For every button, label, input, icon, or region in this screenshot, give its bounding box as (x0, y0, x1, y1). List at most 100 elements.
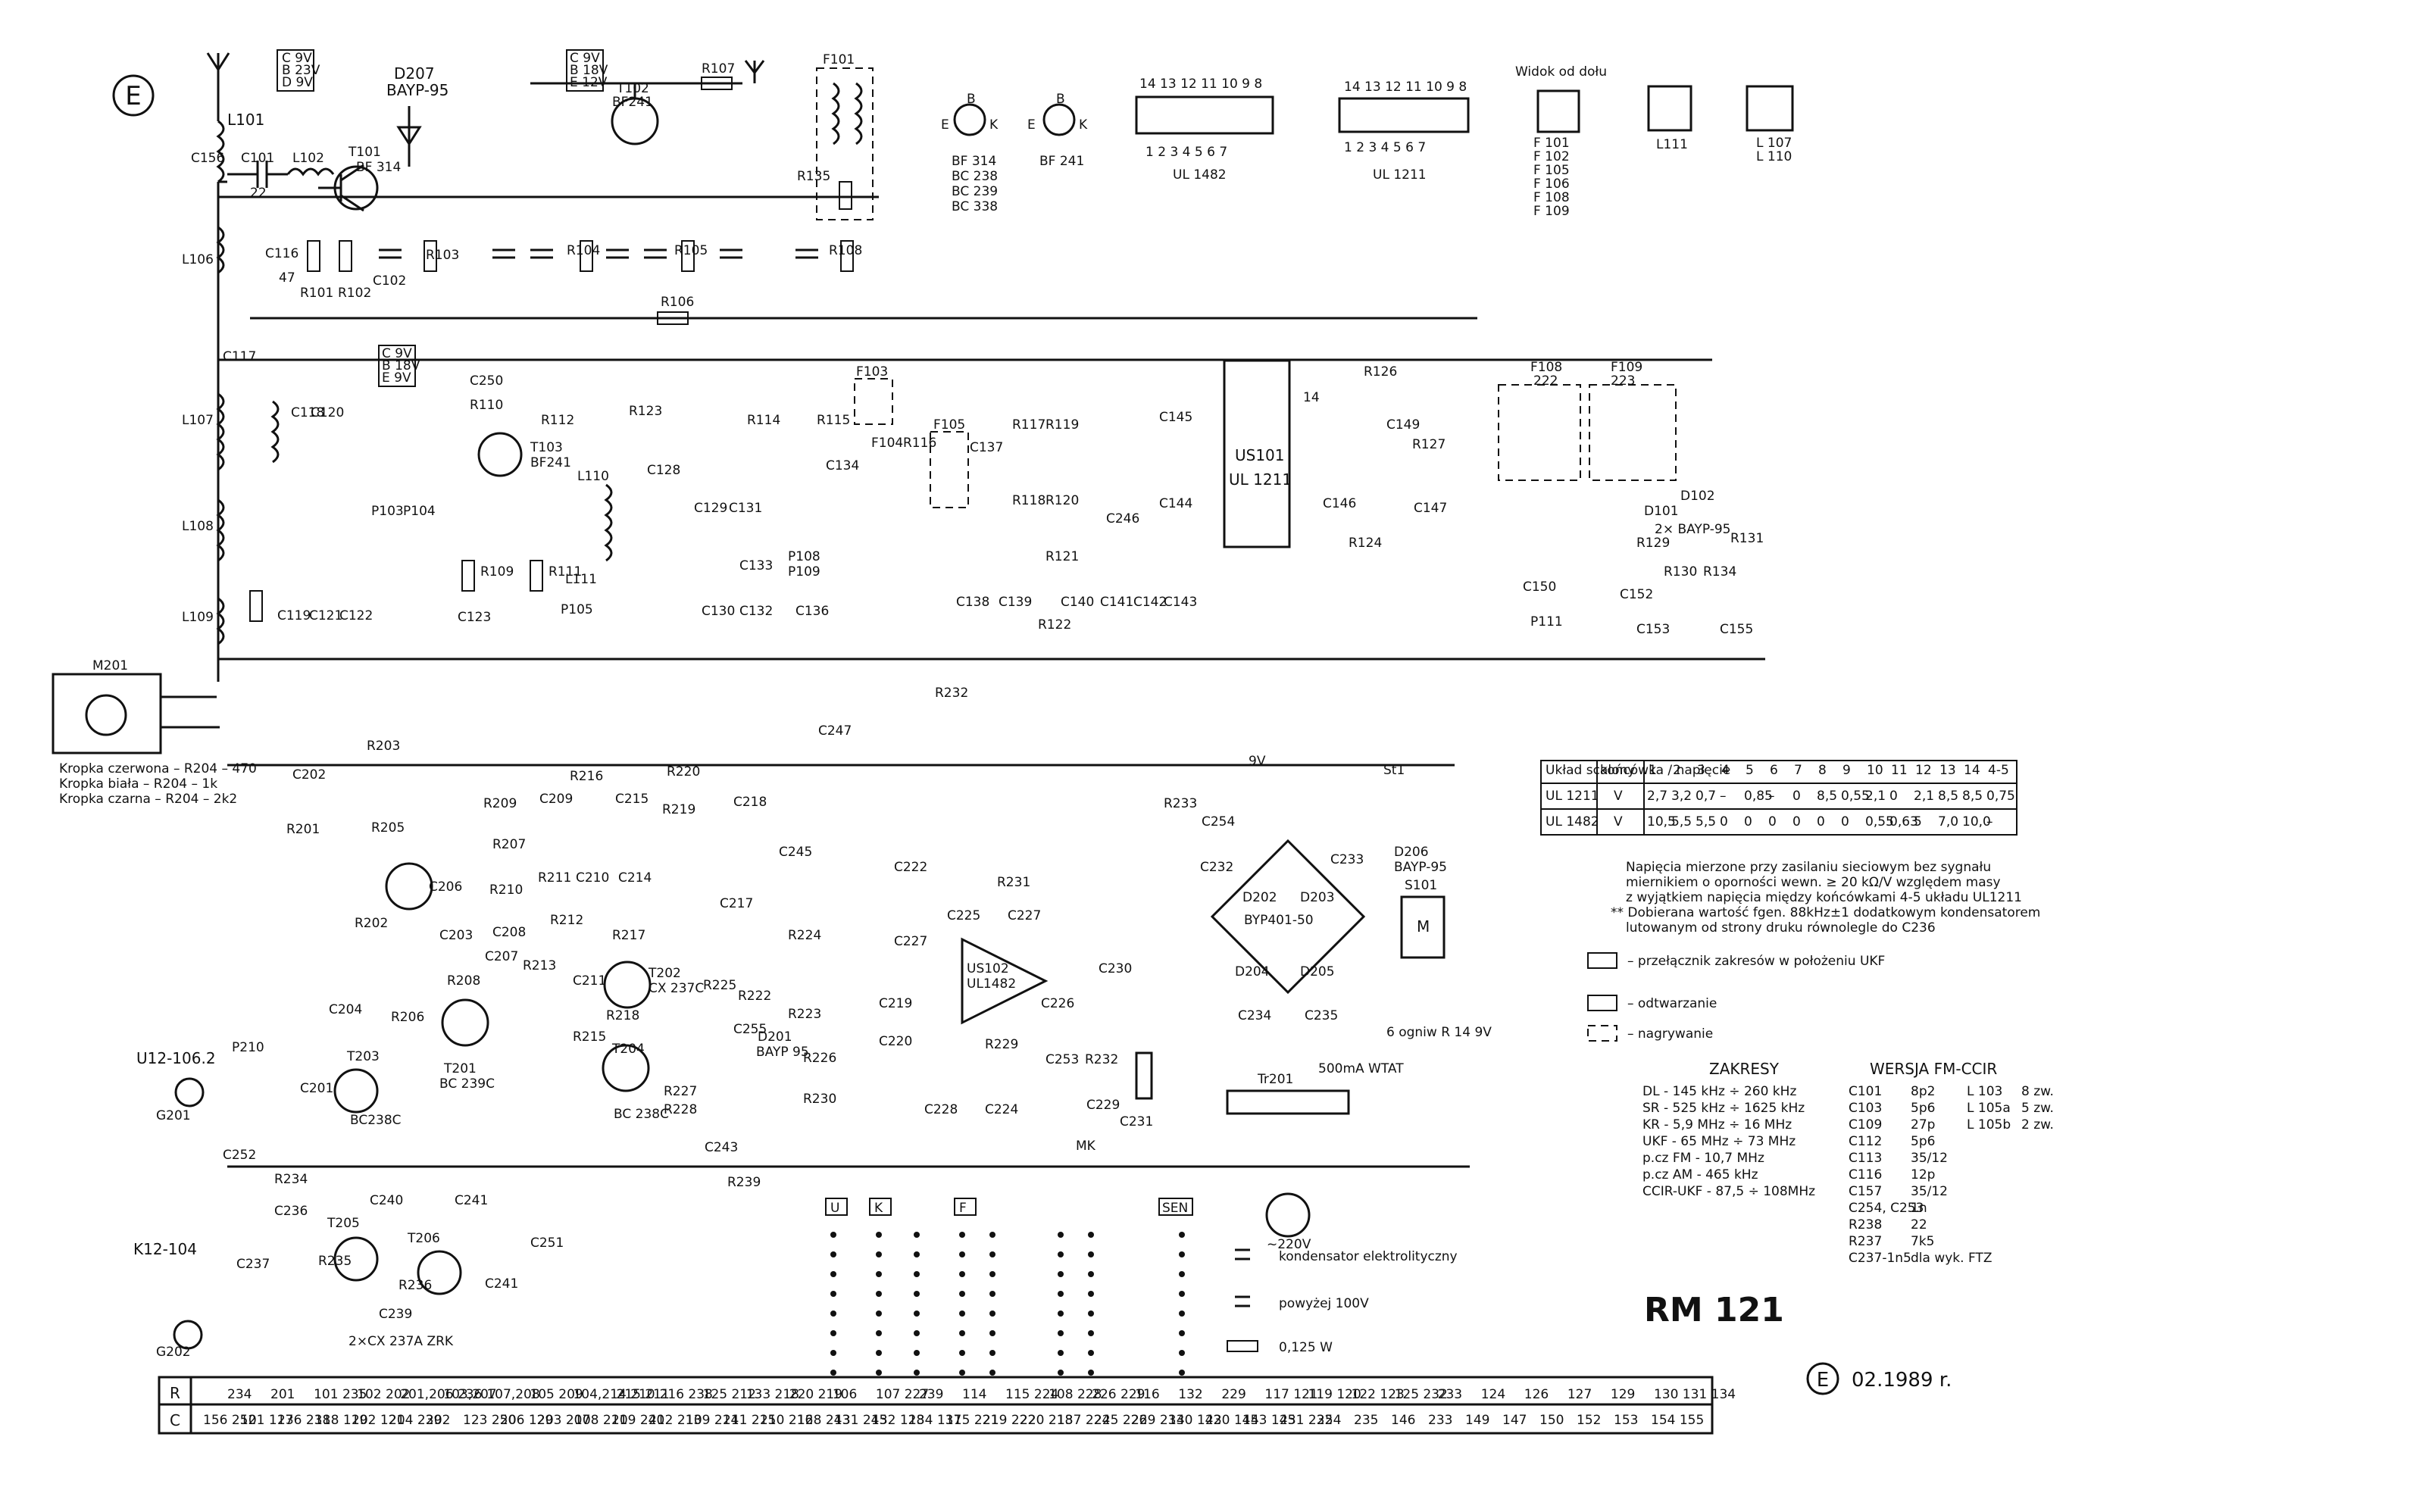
label-e: E (1027, 117, 1036, 133)
label-c208: C208 (492, 925, 526, 940)
switch-contact (876, 1271, 882, 1277)
label-c136: C136 (795, 604, 829, 619)
version-value: 1n (1911, 1201, 1927, 1216)
label-r103: R103 (426, 248, 459, 263)
switch-contact (876, 1350, 882, 1356)
label-r102: R102 (338, 286, 371, 301)
transistor-t205 (333, 1236, 379, 1282)
label-r127: R127 (1412, 437, 1446, 452)
version-ref: C113 (1849, 1151, 1882, 1166)
label-c201: C201 (300, 1081, 333, 1096)
label-d206-type: BAYP-95 (1394, 860, 1447, 875)
table-cell: 0,75 (1986, 789, 2015, 804)
label-r114: R114 (747, 413, 780, 428)
symbol-key-2: 0,125 W (1279, 1340, 1333, 1355)
top-bus-wire (217, 180, 879, 198)
label-c237: C237 (236, 1257, 270, 1272)
switch-contact (830, 1350, 836, 1356)
transistor-package-b (1042, 103, 1076, 136)
label-r121: R121 (1045, 549, 1079, 564)
label-c220: C220 (879, 1034, 912, 1049)
resistor-r106 (657, 311, 689, 325)
legend-box-icon-2 (1587, 995, 1617, 1011)
shape (839, 181, 852, 210)
label-c146: C146 (1323, 496, 1356, 511)
label-l109: L109 (182, 610, 214, 625)
label-c138: C138 (956, 595, 989, 610)
supply-switch-box-3 (378, 345, 416, 387)
switch-contact (1058, 1232, 1064, 1238)
index-r-cell: 117 121 (1264, 1387, 1317, 1402)
coil-package-b (1647, 85, 1692, 132)
index-c-cell: 146 (1391, 1413, 1415, 1428)
switch-contact (1058, 1330, 1064, 1336)
table-cell: 8,5 (1962, 789, 1983, 804)
note-3: ** Dobierana wartość fgen. 88kHz±1 dodat… (1611, 905, 2040, 920)
version-value: 5p6 (1911, 1134, 1935, 1149)
index-c-cell: 132 128 (871, 1413, 924, 1428)
coil-value: 2 zw. (2021, 1117, 2054, 1132)
label-r105: R105 (674, 243, 708, 258)
switch-contact (1088, 1311, 1094, 1317)
label-c207: C207 (485, 949, 518, 964)
switch-contact (830, 1291, 836, 1297)
index-c-cell: 230 145 (1205, 1413, 1258, 1428)
corner-mark: E (125, 81, 141, 111)
switch-contact (876, 1291, 882, 1297)
shape (530, 560, 543, 592)
label-d204: D204 (1235, 964, 1270, 979)
notes: Napięcia mierzone przy zasilaniu sieciow… (1587, 860, 2040, 1042)
switch-block-f: F (959, 1201, 967, 1216)
switch-contact (959, 1350, 965, 1356)
label-t103: T103 (530, 440, 563, 455)
label-r116: R116 (903, 436, 936, 451)
label-c149: C149 (1386, 417, 1420, 433)
label-c240: C240 (370, 1193, 403, 1208)
index-c-cell: 202 (426, 1413, 450, 1428)
label-r130: R130 (1664, 564, 1697, 579)
index-r-cell: 127 (1567, 1387, 1592, 1402)
label-k: K (989, 117, 999, 133)
label-c250: C250 (470, 373, 503, 389)
label-m201: M201 (92, 658, 128, 673)
meter-m201 (52, 673, 162, 754)
label-c102: C102 (373, 273, 406, 289)
label-r111: R111 (549, 564, 582, 579)
table-cell: 0 (1889, 789, 1898, 804)
table-cell: 10,5 (1647, 814, 1676, 829)
switch-contact (914, 1271, 920, 1277)
label-tr201: Tr201 (1257, 1072, 1293, 1087)
index-c-cell: 152 (1577, 1413, 1601, 1428)
version-value: 35/12 (1911, 1151, 1948, 1166)
shape (339, 240, 352, 272)
switch-contact (989, 1271, 995, 1277)
label-t201-type: BC 239C (439, 1076, 495, 1092)
coil-l110 (604, 483, 613, 562)
table-cell: 0 (1768, 814, 1777, 829)
legend-0: – przełącznik zakresów w położeniu UKF (1627, 954, 1885, 969)
table-header-cell: 8 (1818, 763, 1827, 778)
label-p210: P210 (232, 1040, 264, 1055)
label-d203: D203 (1300, 890, 1335, 905)
version-title: WERSJA FM-CCIR (1870, 1060, 1997, 1078)
label-us101: US101 (1235, 446, 1285, 464)
label-b: B (967, 92, 976, 107)
table-cell: 2,1 (1914, 789, 1934, 804)
range-item: p.cz AM - 465 kHz (1642, 1167, 1758, 1182)
label-c119: C119 (277, 608, 311, 623)
index-c-cell: 209 240 (611, 1413, 664, 1428)
label-f101: F101 (823, 52, 855, 67)
index-c-cell: 140 142 (1168, 1413, 1221, 1428)
coil-l101 (216, 120, 225, 183)
switch-contact (1179, 1311, 1185, 1317)
label-c204: C204 (329, 1002, 362, 1017)
band-section: C117 L107 C118 C120 L108 L109 C119 C121 … (182, 345, 829, 645)
switch-contact (1088, 1370, 1094, 1376)
label-r223: R223 (788, 1007, 821, 1022)
label-c218: C218 (733, 795, 767, 810)
label-d201-type: BAYP 95 (756, 1045, 809, 1060)
